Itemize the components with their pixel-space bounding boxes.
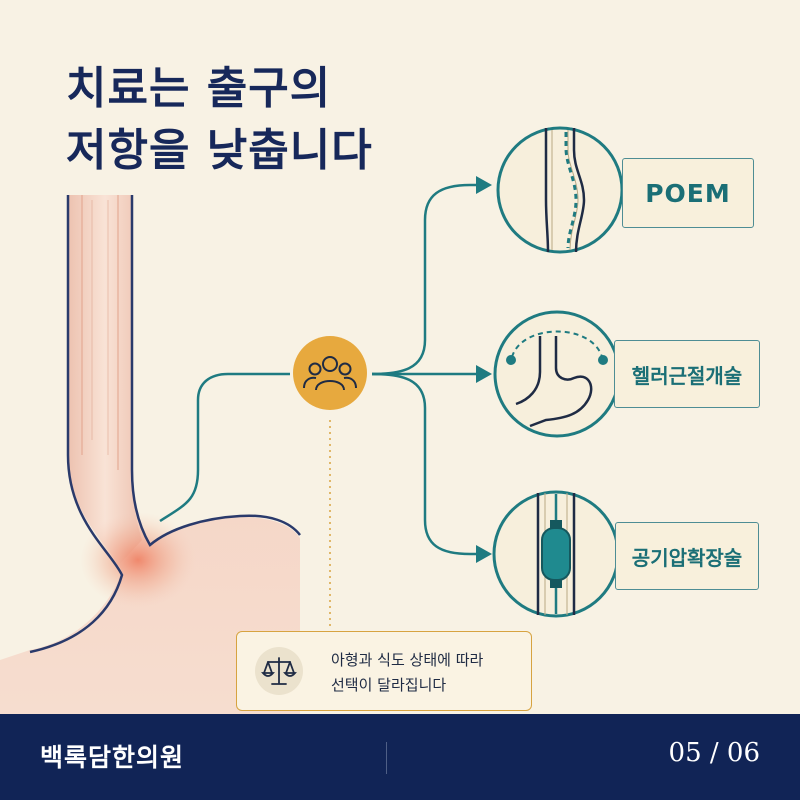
title-line-2: 저항을 낮춥니다 [66, 125, 373, 176]
people-group-icon [293, 336, 367, 410]
note-text: 아형과 식도 상태에 따라 선택이 달라집니다 [331, 648, 483, 698]
connector-lines [159, 183, 478, 556]
label-poem: POEM [622, 158, 754, 228]
connector-hub-to-balloon [371, 372, 478, 556]
page-title: 치료는 출구의 저항을 낮춥니다 [66, 58, 373, 182]
arrow-balloon [476, 545, 492, 563]
esophagus-illustration [0, 195, 301, 800]
note-line-1: 아형과 식도 상태에 따라 [331, 651, 484, 669]
connector-esophagus-to-hub [159, 372, 290, 523]
label-heller-myotomy: 헬러근절개술 [614, 340, 760, 408]
balloon-dilation-icon [492, 490, 620, 618]
note-line-2: 선택이 달라집니다 [331, 676, 447, 694]
footer-divider [386, 742, 387, 774]
arrow-poem [476, 176, 492, 194]
note-box: 아형과 식도 상태에 따라 선택이 달라집니다 [236, 631, 532, 711]
balance-scale-icon [255, 647, 303, 695]
connector-hub-to-poem [371, 183, 478, 376]
label-pneumatic-dilation: 공기압확장술 [615, 522, 759, 590]
arrow-heller [476, 365, 492, 383]
connector-arrows [476, 176, 492, 563]
clinic-name: 백록담한의원 [40, 743, 185, 772]
stomach-icon [493, 310, 621, 438]
title-line-1: 치료는 출구의 [66, 63, 332, 114]
footer-bar: 백록담한의원 05 / 06 [0, 714, 800, 800]
page-indicator: 05 / 06 [668, 738, 760, 768]
esophagus-myotomy-icon [496, 126, 624, 254]
